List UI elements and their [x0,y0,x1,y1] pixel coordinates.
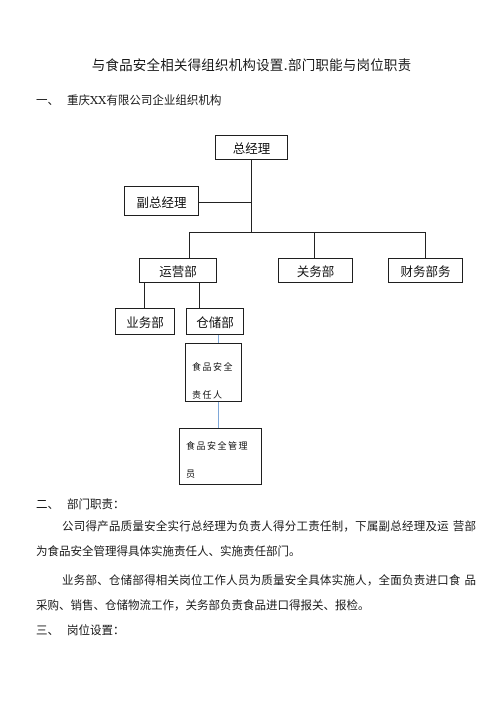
section-number: 二、 [36,497,59,511]
org-chart: 总经理 副总经理 运营部 关务部 财务部务 业务部 仓储部 食品安全责任人 食品… [115,135,463,485]
org-box-customs: 关务部 [278,258,353,283]
connector-operations [189,232,191,258]
connector-gm-trunk [251,160,253,232]
section-heading-1: 一、重庆XX有限公司企业组织机构 [36,92,221,108]
section-number: 一、 [36,93,59,107]
org-box-general-manager: 总经理 [215,135,288,160]
section-heading-3: 三、岗位设置： [36,622,125,638]
org-box-warehouse: 仓储部 [186,308,244,335]
section-heading-text: 岗位设置： [67,623,125,637]
page-title: 与食品安全相关得组织机构设置.部门职能与岗位职责 [91,58,412,74]
section-heading-text: 部门职责： [67,497,125,511]
org-box-business: 业务部 [115,308,175,335]
paragraph-2: 业务部、仓储部得相关岗位工作人员为质量安全具体实施人，全面负责进口食 品采购、销… [36,573,476,612]
connector-dept-bus [189,232,426,234]
connector-warehouse [199,283,201,308]
paragraph-1: 公司得产品质量安全实行总经理为负责人得分工责任制，下属副总经理及运 营部为食品安… [36,519,476,558]
connector-officer-admin [218,402,220,428]
org-box-food-safety-officer: 食品安全责任人 [185,343,242,402]
connector-customs [314,232,316,258]
org-box-food-safety-administrator: 食品安全管理员 [179,428,262,485]
connector-gm-deputy [199,202,251,204]
org-box-operations: 运营部 [139,258,217,283]
connector-warehouse-officer [218,335,220,367]
org-box-finance: 财务部务 [388,258,463,283]
section-heading-text: 重庆XX有限公司企业组织机构 [67,93,222,107]
connector-business [144,283,146,308]
org-box-deputy-general-manager: 副总经理 [124,186,199,216]
section-number: 三、 [36,623,59,637]
connector-finance [425,232,427,258]
section-heading-2: 二、部门职责： [36,496,125,512]
